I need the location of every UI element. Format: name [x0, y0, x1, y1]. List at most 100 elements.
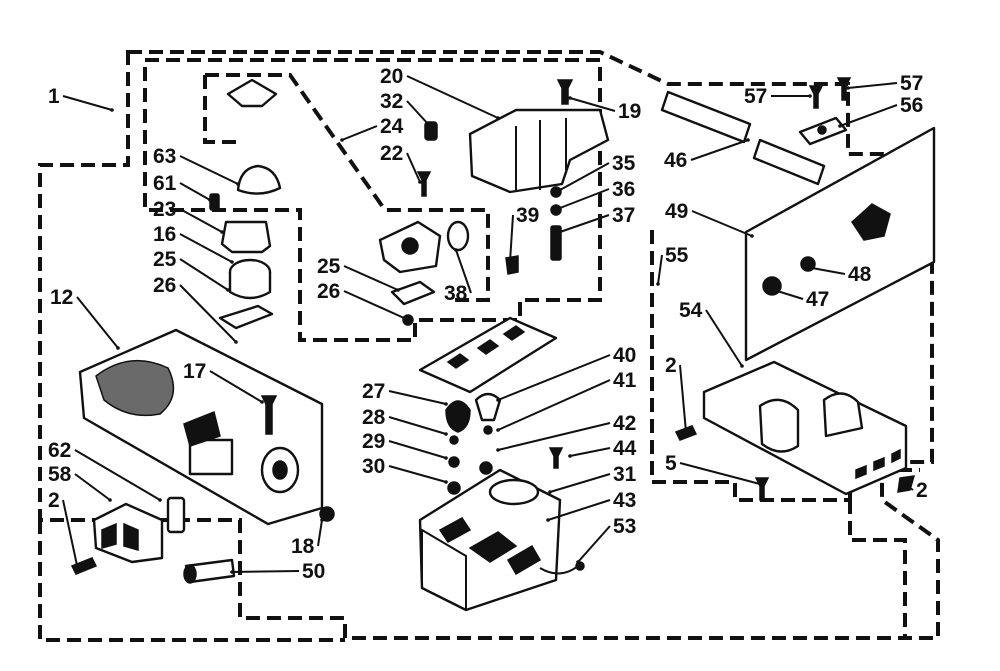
leader-line-2	[62, 499, 79, 571]
leader-tip-2	[76, 568, 80, 572]
callout-23: 23	[153, 198, 176, 221]
leader-line-37	[559, 214, 610, 233]
callout-62: 62	[48, 439, 71, 462]
leader-tip-19	[568, 96, 572, 100]
callout-5: 5	[665, 452, 677, 475]
leader-tip-23	[220, 230, 224, 234]
leader-tip-40	[496, 398, 500, 402]
leader-line-25	[179, 258, 229, 291]
callout-40: 40	[613, 344, 636, 367]
leader-tip-18	[320, 518, 324, 522]
leader-line-27	[388, 390, 447, 405]
leader-line-29	[388, 440, 447, 459]
callout-12: 12	[50, 286, 73, 309]
callout-58: 58	[48, 463, 72, 486]
leader-line-43	[547, 499, 611, 521]
callout-61: 61	[153, 172, 177, 195]
oring-part-38	[446, 220, 470, 252]
leader-line-42	[497, 422, 611, 451]
callout-37: 37	[612, 204, 635, 227]
switch-terminals	[101, 522, 139, 551]
screw-part-61	[209, 193, 220, 211]
leader-line-31	[549, 473, 611, 493]
callout-2: 2	[916, 479, 928, 502]
leader-line-23	[179, 208, 223, 233]
leader-line-22	[406, 152, 421, 183]
callout-1: 1	[48, 85, 60, 108]
callout-29: 29	[362, 430, 385, 453]
leader-tip-54	[740, 364, 744, 368]
leader-tip-56	[838, 124, 842, 128]
valve-body-detail	[438, 517, 542, 576]
leader-tip-26	[402, 316, 406, 320]
callout-35: 35	[612, 152, 636, 175]
washer-part-41	[483, 425, 493, 435]
lower-right-drop	[848, 500, 907, 638]
leader-tip-22	[418, 180, 422, 184]
lower-left-outline	[38, 520, 345, 642]
leader-tip-48	[810, 266, 814, 270]
tube-end-part-50	[183, 564, 197, 584]
leader-tip-36	[558, 206, 562, 210]
leader-line-49	[691, 210, 753, 237]
ring-part-42	[479, 461, 493, 475]
leader-tip-16	[230, 260, 234, 264]
callout-42: 42	[613, 412, 636, 435]
leader-tip-26	[234, 340, 238, 344]
leader-tip-38	[454, 248, 458, 252]
leader-tip-37	[558, 230, 562, 234]
leader-tip-61	[208, 198, 212, 202]
leader-line-61	[179, 182, 211, 201]
spacer-part-32	[424, 121, 438, 141]
callout-39: 39	[516, 204, 539, 227]
leader-line-12	[76, 296, 119, 349]
callout-25: 25	[317, 255, 341, 278]
control-board	[418, 316, 558, 394]
leader-tip-32	[426, 122, 430, 126]
leader-tip-57	[846, 86, 850, 90]
leader-line-24	[341, 125, 378, 141]
callout-54: 54	[679, 299, 703, 322]
leader-tip-44	[568, 454, 572, 458]
housing-cylinder-core	[272, 460, 288, 480]
callout-31: 31	[613, 463, 637, 486]
leader-line-1	[62, 95, 113, 111]
callout-20: 20	[380, 65, 403, 88]
housing-block	[188, 438, 234, 476]
leader-tip-50	[230, 570, 234, 574]
leader-tip-43	[546, 518, 550, 522]
housing-channel	[95, 359, 175, 417]
callout-2: 2	[48, 489, 60, 512]
leader-tip-27	[444, 402, 448, 406]
leader-line-47	[773, 289, 804, 300]
leader-line-25	[343, 265, 399, 291]
leader-tip-17	[260, 400, 264, 404]
leader-line-40	[497, 354, 611, 401]
screw-part-44	[548, 447, 564, 469]
screw-part-17	[260, 395, 278, 435]
callout-27: 27	[362, 380, 385, 403]
callout-55: 55	[665, 244, 689, 267]
leader-line-57	[847, 82, 898, 89]
leader-line-54	[705, 309, 743, 367]
screw-part-22	[416, 171, 432, 197]
assembly-outlines	[38, 50, 940, 642]
leader-tip-5	[758, 482, 762, 486]
leader-tip-31	[548, 490, 552, 494]
leader-line-38	[455, 249, 472, 294]
leader-line-26	[343, 290, 405, 319]
callout-17: 17	[183, 360, 206, 383]
callout-26: 26	[317, 280, 340, 303]
callout-47: 47	[806, 288, 829, 311]
leader-tip-2	[684, 430, 688, 434]
callout-44: 44	[613, 437, 637, 460]
spring-part-37	[550, 225, 562, 261]
leader-tip-20	[496, 116, 500, 120]
solenoid-block-divider	[515, 118, 567, 192]
callout-19: 19	[618, 100, 641, 123]
callout-28: 28	[362, 406, 386, 429]
coil-body-part-16	[228, 272, 272, 300]
leader-tip-42	[496, 448, 500, 452]
